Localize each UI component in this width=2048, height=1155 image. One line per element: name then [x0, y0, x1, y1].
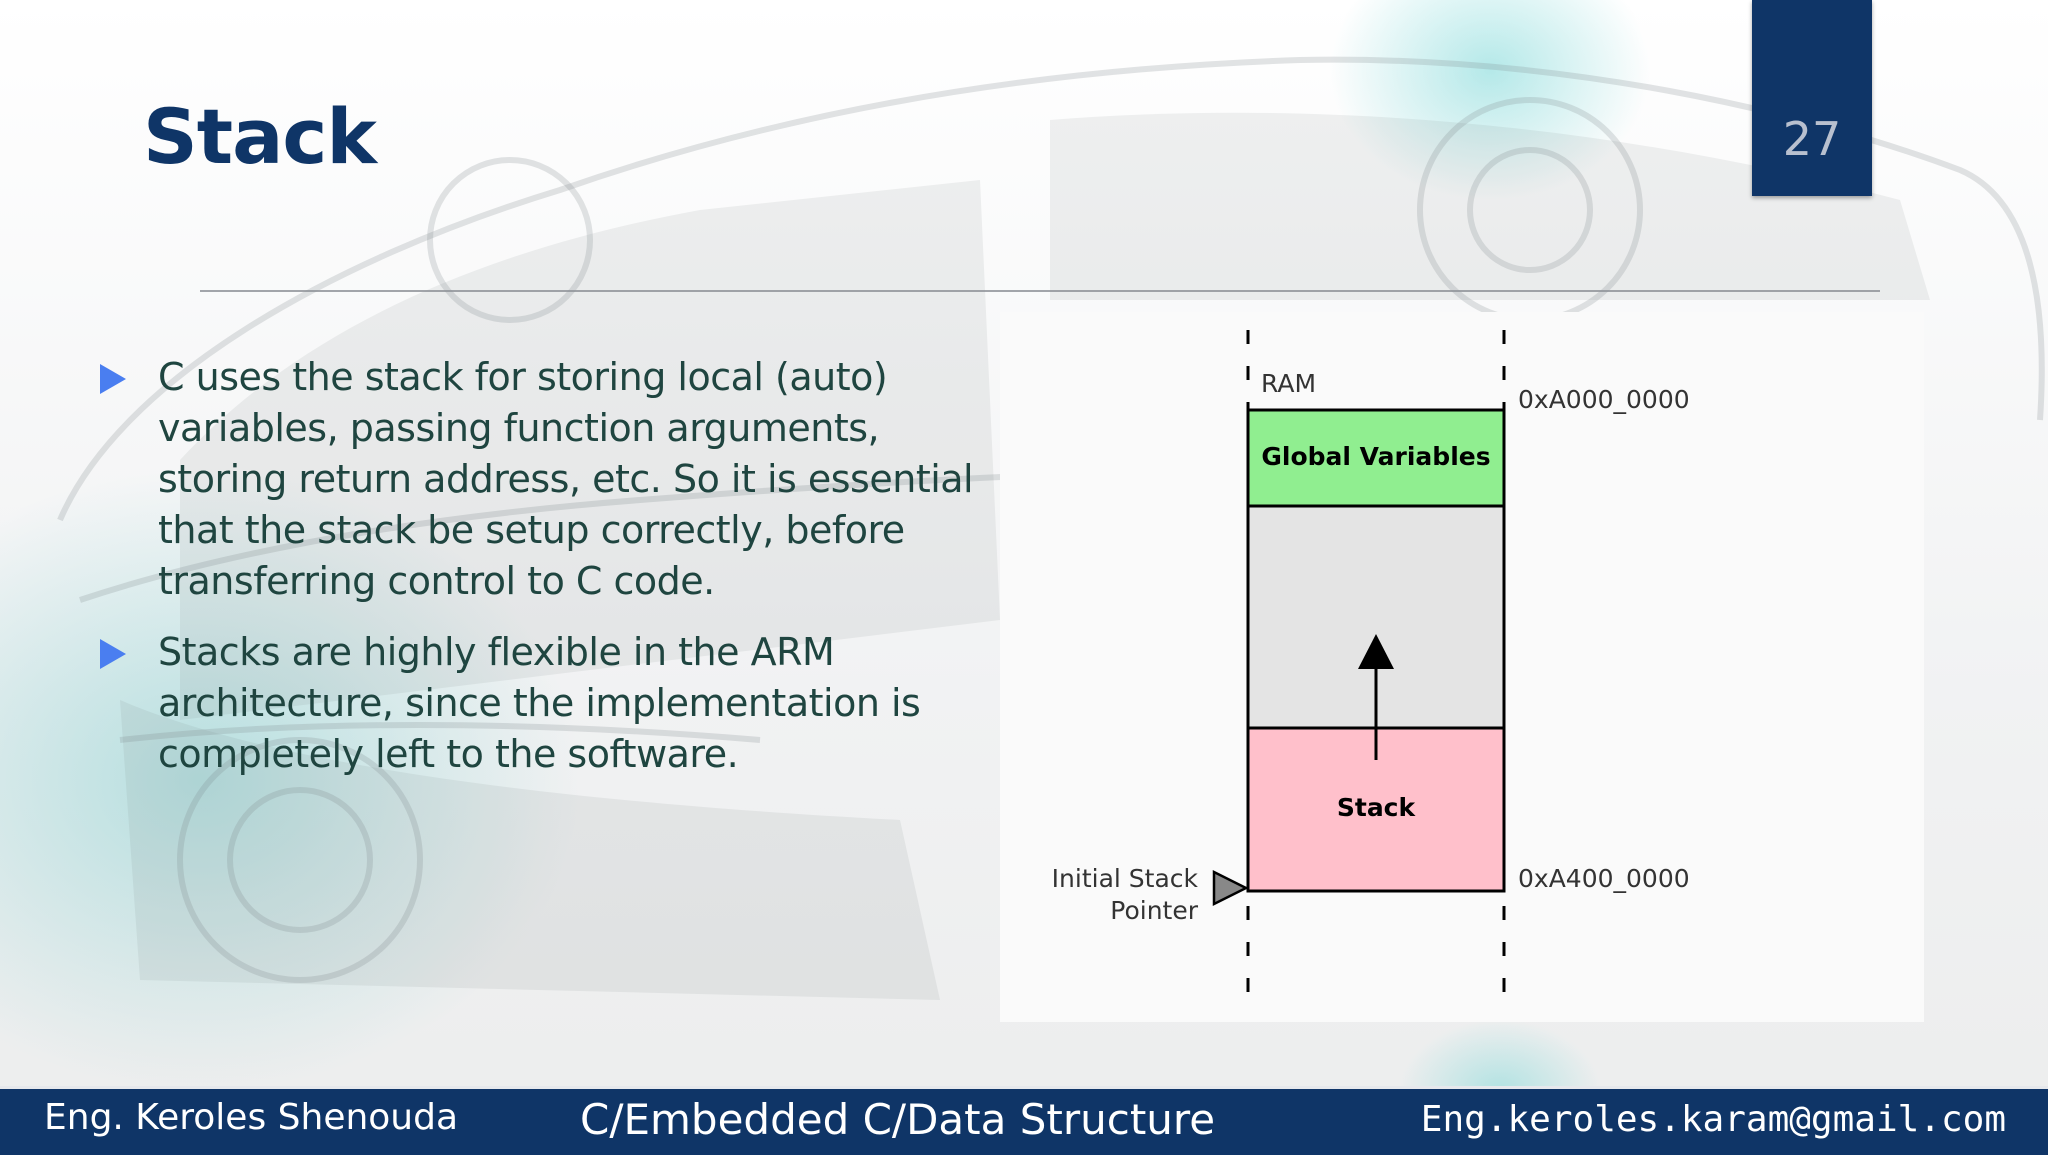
stack-growth-arrow-icon	[1358, 634, 1394, 669]
memory-diagram-graphic	[1212, 330, 1506, 1012]
footer-bar: Eng. Keroles Shenouda C/Embedded C/Data …	[0, 1086, 2048, 1155]
bullet-arrow-icon	[100, 364, 126, 394]
bullet-arrow-icon	[100, 639, 126, 669]
page-number: 27	[1782, 112, 1842, 166]
top-address-label: 0xA000_0000	[1518, 385, 1690, 414]
global-variables-region	[1246, 408, 1506, 508]
stack-pointer-triangle-icon	[1212, 869, 1249, 907]
stack-label: Stack	[1336, 793, 1416, 822]
title-divider	[200, 290, 1880, 292]
bullet-text: C uses the stack for storing local (auto…	[158, 355, 974, 603]
memory-diagram: RAM 0xA000_0000 0xA400_0000 Global Varia…	[1000, 312, 1924, 1022]
bullet-text: Stacks are highly flexible in the ARM ar…	[158, 630, 921, 776]
footer-email: Eng.keroles.karam@gmail.com	[1420, 1099, 2006, 1140]
initial-stack-pointer-label-line2: Pointer	[1110, 896, 1198, 925]
global-variables-label: Global Variables	[1261, 442, 1491, 471]
bullet-item: C uses the stack for storing local (auto…	[100, 352, 980, 607]
footer-course-title: C/Embedded C/Data Structure	[580, 1095, 1216, 1144]
page-number-tab: 27	[1752, 0, 1872, 196]
footer-author: Eng. Keroles Shenouda	[44, 1097, 459, 1138]
bullet-list: C uses the stack for storing local (auto…	[100, 352, 980, 800]
slide-title: Stack	[143, 92, 377, 181]
bullet-item: Stacks are highly flexible in the ARM ar…	[100, 627, 980, 780]
ram-label: RAM	[1261, 369, 1317, 398]
bottom-address-label: 0xA400_0000	[1518, 864, 1690, 893]
initial-stack-pointer-label-line1: Initial Stack	[1051, 864, 1198, 893]
